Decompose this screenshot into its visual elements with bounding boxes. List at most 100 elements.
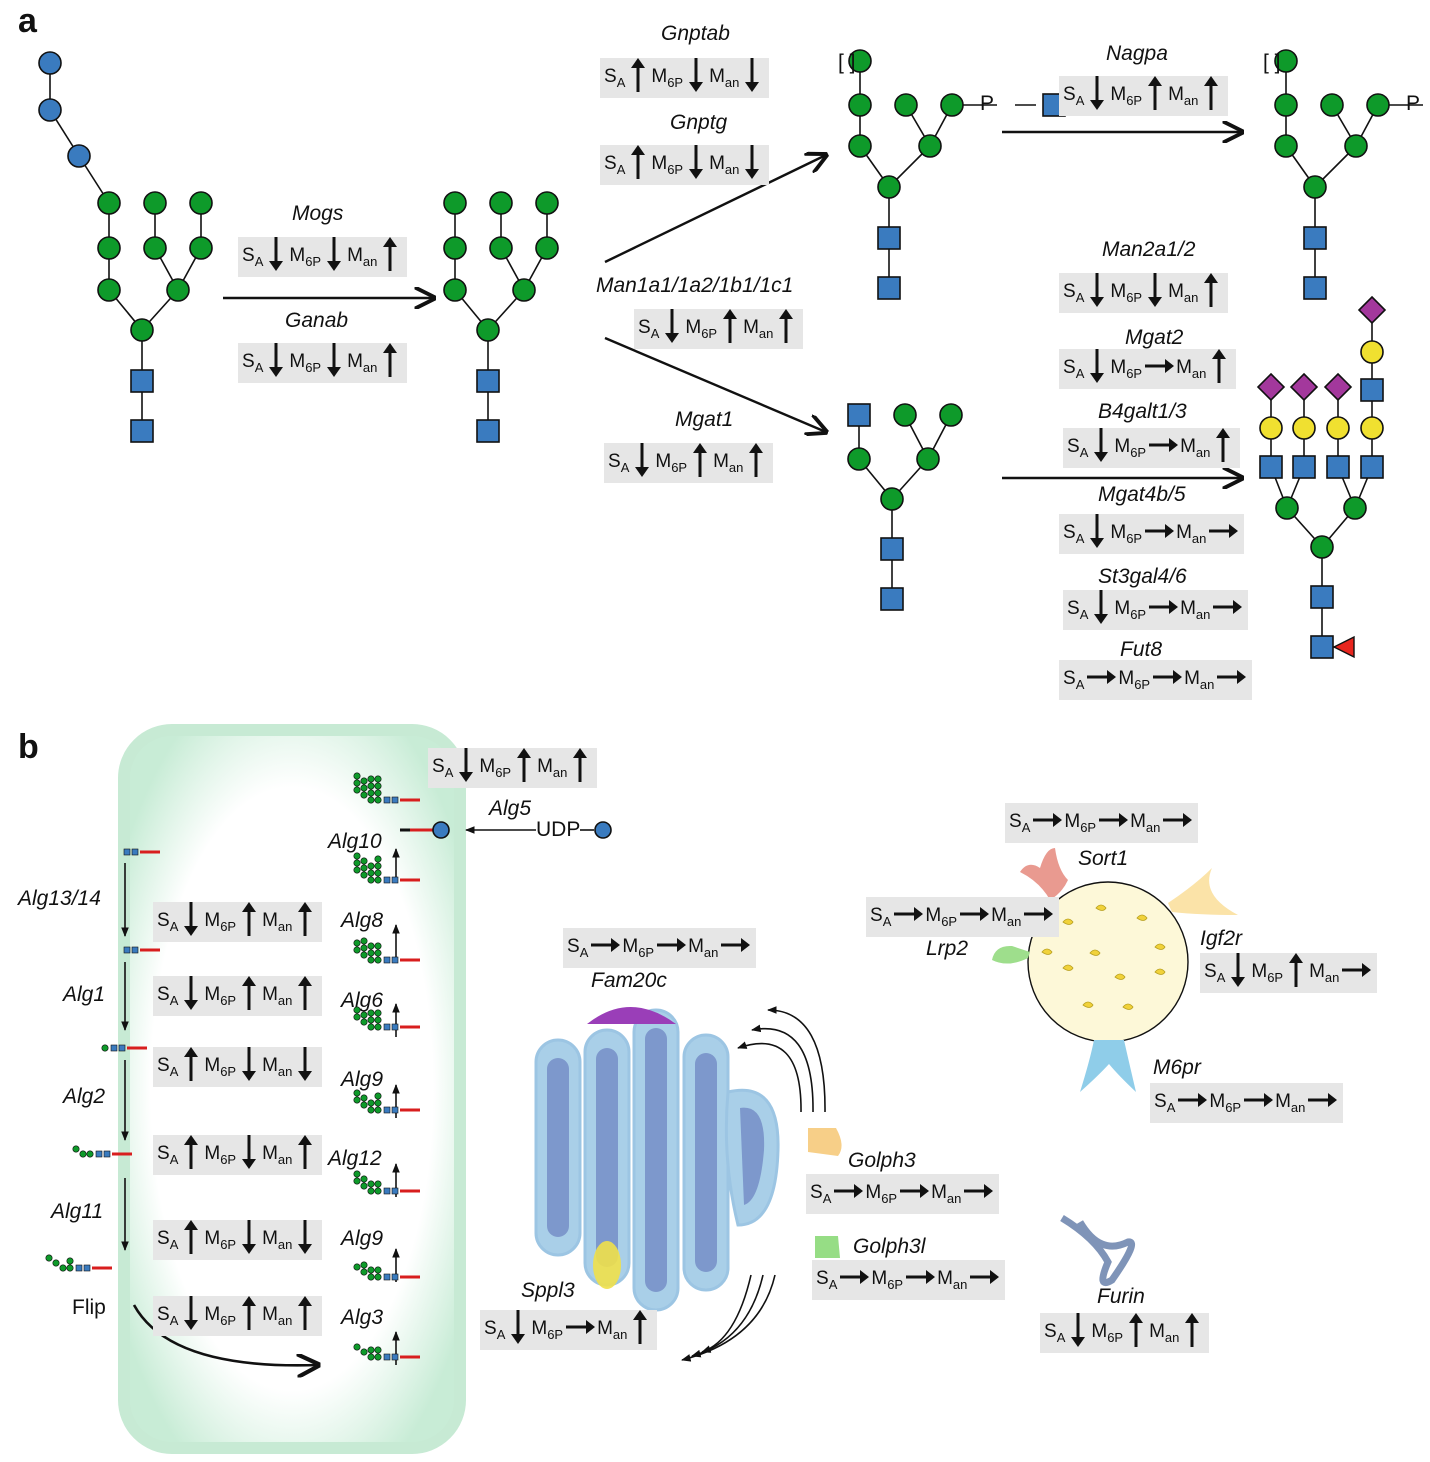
m6p-label: M6P xyxy=(1110,84,1143,108)
sa-label: SA xyxy=(816,1268,838,1292)
sa-change-icon xyxy=(1065,1312,1091,1354)
man-change-icon xyxy=(567,747,593,789)
m6p-change-icon xyxy=(1283,952,1309,994)
mannose-dot xyxy=(374,1273,382,1281)
sa-change-icon xyxy=(1030,810,1064,836)
man-change-icon xyxy=(773,308,799,350)
mannose-dot xyxy=(367,1023,375,1031)
sa-label: SA xyxy=(604,66,626,90)
galactose-residue xyxy=(1360,340,1384,364)
mannose-dot xyxy=(374,869,382,877)
glcnac-residue xyxy=(1326,455,1350,479)
igf2r-receptor xyxy=(1168,868,1238,915)
sa-change-icon xyxy=(588,935,622,961)
mannose-residue xyxy=(97,191,121,215)
sa-label: SA xyxy=(1009,811,1031,835)
sa-change-icon xyxy=(178,1295,204,1337)
mannose-dot xyxy=(52,1259,60,1267)
mannose-dot xyxy=(367,956,375,964)
m6p-label: M6P xyxy=(479,756,512,780)
lyso-label-igf2r: Igf2r xyxy=(1200,927,1243,950)
mannose-residue xyxy=(489,236,513,260)
mannose-residue xyxy=(918,134,942,158)
mannose-residue xyxy=(189,236,213,260)
man-label: Man xyxy=(709,153,740,177)
mannose-dot xyxy=(367,789,375,797)
mannose-residue xyxy=(1343,496,1367,520)
mannose-dot xyxy=(66,1257,74,1265)
glcnac-dot xyxy=(383,1187,391,1195)
glucose-residue xyxy=(38,98,62,122)
man-label: Man xyxy=(713,451,744,475)
mannose-dot xyxy=(353,1089,361,1097)
glcnac-dot xyxy=(123,946,131,954)
gene-label-mogs: Mogs xyxy=(292,202,344,225)
glcnac-dot xyxy=(118,1044,126,1052)
udp-label: UDP xyxy=(536,818,581,841)
sialic-acid-residue xyxy=(1357,295,1387,325)
man-change-icon xyxy=(1021,904,1055,930)
mannose-residue xyxy=(880,487,904,511)
man-label: Man xyxy=(262,984,293,1008)
m6p-label: M6P xyxy=(1118,668,1151,692)
mannose-dot xyxy=(353,866,361,874)
golgi-cisterna-lumen xyxy=(645,1028,667,1292)
lysosomal-cargo xyxy=(1062,918,1074,925)
m6p-change-icon xyxy=(236,1046,262,1088)
mannose-residue xyxy=(512,278,536,302)
sa-change-icon xyxy=(837,1267,871,1293)
golgi-label-fam20c: Fam20c xyxy=(591,969,667,992)
mannose-dot xyxy=(59,1264,67,1272)
mannose-dot xyxy=(374,775,382,783)
mannose-dot xyxy=(353,779,361,787)
mannose-dot xyxy=(360,871,368,879)
lysosomal-cargo xyxy=(1114,973,1126,980)
mannose-residue xyxy=(1366,93,1390,117)
mannose-dot xyxy=(360,857,368,865)
sa-label: SA xyxy=(1063,357,1085,381)
m6p-label: M6P xyxy=(1110,281,1143,305)
mannose-dot xyxy=(79,1150,87,1158)
man-change-icon xyxy=(1210,427,1236,469)
lumen-label-alg6: Alg6 xyxy=(341,989,384,1012)
mannose-residue xyxy=(443,191,467,215)
sa-label: SA xyxy=(1067,436,1089,460)
man-label: Man xyxy=(262,910,293,934)
lysosomal-cargo xyxy=(1062,964,1074,971)
man-label: Man xyxy=(1180,436,1211,460)
mannose-dot xyxy=(367,796,375,804)
mannose-residue xyxy=(848,134,872,158)
lyso-label-sort1: Sort1 xyxy=(1078,847,1129,870)
m6p-change-icon xyxy=(897,1181,931,1207)
phosphate-label-2: P xyxy=(1406,92,1421,115)
m6p-label: M6P xyxy=(622,936,655,960)
alg5-label: Alg5 xyxy=(489,797,532,820)
sa-label: SA xyxy=(157,1143,179,1167)
mannose-dot xyxy=(367,869,375,877)
sa-change-icon xyxy=(831,1181,865,1207)
mannose-dot xyxy=(101,1044,109,1052)
fam20c-shape xyxy=(587,1007,676,1024)
mannose-residue xyxy=(1274,49,1298,73)
m6p-label: M6P xyxy=(1110,522,1143,546)
mannose-dot xyxy=(360,1261,368,1269)
man-label: Man xyxy=(262,1143,293,1167)
man-label: Man xyxy=(1184,668,1215,692)
mannose-residue xyxy=(130,318,154,342)
mannose-dot xyxy=(367,1266,375,1274)
glcnac-residue xyxy=(1292,455,1316,479)
gene-label-mgat4b: Mgat4b/5 xyxy=(1098,483,1186,506)
mannose-dot xyxy=(360,864,368,872)
mannose-residue xyxy=(1274,93,1298,117)
sa-label: SA xyxy=(1063,281,1085,305)
mannose-dot xyxy=(367,1009,375,1017)
man-change-icon xyxy=(1160,810,1194,836)
mannose-residue xyxy=(893,403,917,427)
mannose-dot xyxy=(360,777,368,785)
